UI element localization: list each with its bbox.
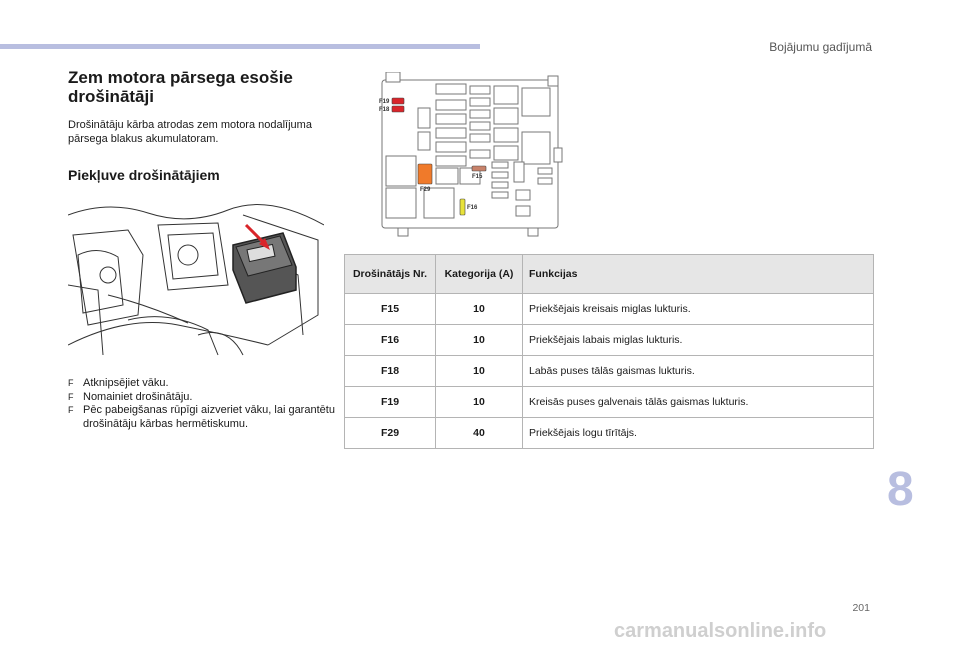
fuse-f29 [417,163,433,185]
intro-text: Drošinātāju kārba atrodas zem motora nod… [68,119,312,145]
header-functions: Funkcijas [522,254,874,294]
watermark: carmanualsonline.info [614,620,827,642]
header-accent-bar [0,44,480,49]
fuse-number: F19 [344,386,436,418]
fuse-f18 [391,105,405,113]
fuse-function: Priekšējais kreisais miglas lukturis. [522,293,874,325]
fuse-f16 [459,198,466,216]
fuse-label-f15: F15 [472,174,483,180]
header-fuse-number: Drošinātājs Nr. [344,254,436,294]
fuse-table: Drošinātājs Nr. Kategorija (A) Funkcijas… [344,254,874,449]
section-title: Bojājumu gadījumā [769,40,872,54]
fuse-rating: 10 [435,293,523,325]
fuse-rating: 10 [435,324,523,356]
engine-bay-illustration [68,195,324,365]
bullet-icon: F [68,378,74,388]
fuse-box-diagram: F19 F18 F15 F29 F16 [379,72,563,237]
fuse-number: F16 [344,324,436,356]
fuse-number: F15 [344,293,436,325]
fuse-label-f16: F16 [467,205,478,211]
table-header-row: Drošinātājs Nr. Kategorija (A) Funkcijas [344,254,874,294]
table-row: F29 40 Priekšējais logu tīrītājs. [344,417,874,449]
fuse-label-f19: F19 [379,99,390,105]
fuse-f19 [391,97,405,105]
page-number: 201 [852,602,870,614]
table-row: F18 10 Labās puses tālās gaismas lukturi… [344,355,874,387]
table-row: F15 10 Priekšējais kreisais miglas luktu… [344,293,874,325]
table-row: F16 10 Priekšējais labais miglas lukturi… [344,324,874,356]
bullet-icon: F [68,405,74,415]
fuse-function: Priekšējais logu tīrītājs. [522,417,874,449]
fuse-rating: 10 [435,386,523,418]
fuse-rating: 10 [435,355,523,387]
fuse-number: F18 [344,355,436,387]
fuse-rating: 40 [435,417,523,449]
table-row: F19 10 Kreisās puses galvenais tālās gai… [344,386,874,418]
fuse-function: Labās puses tālās gaismas lukturis. [522,355,874,387]
fuse-function: Priekšējais labais miglas lukturis. [522,324,874,356]
fuse-f15 [471,165,487,172]
subheading: Piekļuve drošinātājiem [68,167,220,183]
chapter-number: 8 [887,463,914,516]
fuse-function: Kreisās puses galvenais tālās gaismas lu… [522,386,874,418]
fuse-label-f18: F18 [379,107,390,113]
fuse-label-f29: F29 [420,187,431,193]
fuse-number: F29 [344,417,436,449]
page-title: Zem motora pārsega esošie drošinātāji [68,68,293,106]
header-rating: Kategorija (A) [435,254,523,294]
bullet-icon: F [68,391,74,402]
